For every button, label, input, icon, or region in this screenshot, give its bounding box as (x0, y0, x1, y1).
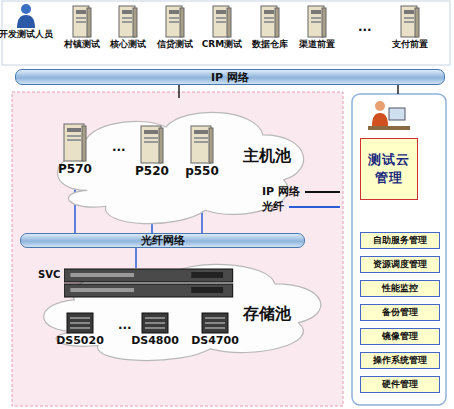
node-label: 数据仓库 (251, 38, 289, 51)
srv-node: 数据仓库 (251, 4, 289, 51)
node-label: 自助服务管理 (373, 234, 427, 247)
node-label: 硬件管理 (382, 378, 418, 391)
node-label: 备份管理 (382, 306, 418, 319)
node-label: p550 (184, 164, 220, 178)
disk-icon (201, 312, 229, 334)
host-node: P570 (57, 122, 93, 176)
node-label: 支付前置 (391, 38, 429, 51)
server-icon (165, 4, 185, 38)
node-label: P570 (57, 162, 93, 176)
ellipsis-label: ... (112, 140, 126, 154)
pool-region (12, 92, 343, 406)
svc-node: SVC (38, 268, 234, 298)
node-label: 镜像管理 (382, 330, 418, 343)
server-icon (72, 4, 92, 38)
node-label: DS5020 (55, 334, 105, 347)
server-icon-svg (212, 4, 232, 38)
srv-node: 渠道前置 (298, 4, 336, 51)
server-icon-svg (72, 4, 92, 38)
person-node: 开发测试人员 (0, 3, 54, 41)
node-label: 渠道前置 (298, 38, 336, 51)
svc-device-svg (64, 268, 234, 298)
item-node: 镜像管理 (360, 328, 440, 345)
legend-line-sample (305, 191, 340, 193)
disk-icon-svg (66, 312, 94, 334)
mgmt-panel (352, 94, 446, 405)
panel-link (397, 85, 399, 94)
ds-node: DS5020 (55, 312, 105, 347)
srv-node: 村镇测试 (63, 4, 101, 51)
server-icon-svg (118, 4, 138, 38)
bar-node: 光纤网络 (20, 233, 305, 248)
ellipsis-label: ... (358, 20, 372, 34)
srv-node: 核心测试 (109, 4, 147, 51)
node-label: 存储池 (243, 304, 291, 325)
server-icon (400, 4, 420, 38)
item-node: 资源调度管理 (360, 256, 440, 273)
node-label: 性能监控 (382, 282, 418, 295)
disk-icon-svg (141, 312, 169, 334)
node-label: DS4700 (190, 334, 240, 347)
svc-device (64, 268, 234, 298)
disk-icon (66, 312, 94, 334)
server-icon-svg (260, 4, 280, 38)
bar-node: IP 网络 (15, 69, 445, 85)
item-node: 性能监控 (360, 280, 440, 297)
node-label: 开发测试人员 (0, 28, 54, 41)
node-label: 信贷测试 (156, 38, 194, 51)
node-label: 光纤网络 (141, 233, 185, 248)
host-icon (140, 124, 164, 164)
host-node: p550 (184, 124, 220, 178)
item-node: 硬件管理 (360, 376, 440, 393)
mgmt-node: 测试云管理 (360, 138, 418, 200)
host-icon-svg (190, 124, 214, 164)
node-label: P520 (134, 164, 170, 178)
top-frame (2, 1, 450, 65)
server-icon (260, 4, 280, 38)
person-icon-svg (15, 3, 37, 28)
node-label: SVC (38, 269, 60, 280)
ds-node: DS4700 (190, 312, 240, 347)
server-icon (307, 4, 327, 38)
cloud-node: 存储池 SVC DS5020 DS4800 DS4700 (33, 252, 328, 366)
server-icon-svg (307, 4, 327, 38)
host-node: P520 (134, 124, 170, 178)
person-icon (15, 3, 37, 28)
item-node: 自助服务管理 (360, 232, 440, 249)
host-icon-svg (63, 122, 87, 162)
node-label: 核心测试 (109, 38, 147, 51)
srv-node: 信贷测试 (156, 4, 194, 51)
node-label: CRM测试 (201, 38, 244, 51)
node-label: 村镇测试 (63, 38, 101, 51)
host-icon (63, 122, 87, 162)
node-label: 主机池 (243, 146, 291, 167)
legend-line-sample (289, 206, 340, 208)
ds-node: DS4800 (130, 312, 180, 347)
item-node: 操作系统管理 (360, 352, 440, 369)
server-icon-svg (165, 4, 185, 38)
srv-node: CRM测试 (201, 4, 244, 51)
legend-text: IP 网络 (262, 184, 300, 199)
admin-icon (368, 101, 410, 130)
node-label: 测试云管理 (364, 151, 414, 187)
node-label: 操作系统管理 (373, 354, 427, 367)
srv-node: 支付前置 (391, 4, 429, 51)
server-icon-svg (400, 4, 420, 38)
node-label: DS4800 (130, 334, 180, 347)
disk-icon (141, 312, 169, 334)
item-node: 备份管理 (360, 304, 440, 321)
legend-text: 光纤 (262, 199, 284, 214)
ip-link (178, 85, 180, 98)
node-label: 资源调度管理 (373, 258, 427, 271)
ellipsis-label: ... (118, 318, 132, 332)
node-label: IP 网络 (211, 70, 249, 85)
disk-icon-svg (201, 312, 229, 334)
server-icon (212, 4, 232, 38)
host-icon (190, 124, 214, 164)
fiber-link (135, 248, 137, 268)
host-icon-svg (140, 124, 164, 164)
server-icon (118, 4, 138, 38)
